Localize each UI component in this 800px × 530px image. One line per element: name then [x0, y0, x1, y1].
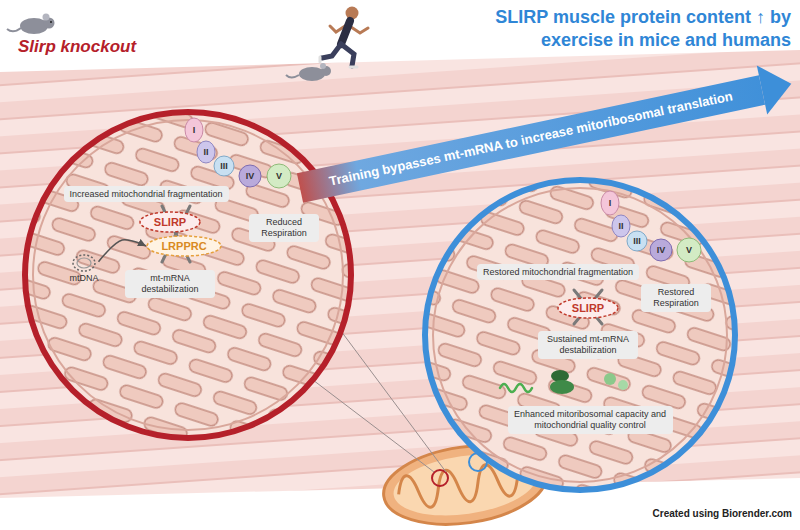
node-text: II [203, 148, 208, 157]
node-text: I [193, 126, 196, 135]
mouse-eye [50, 21, 52, 23]
label-box: Sustained mt-mRNA destabilization [538, 331, 638, 359]
complex-oval: III [213, 155, 235, 177]
runner-leg [322, 44, 341, 58]
complex-shape [612, 215, 630, 237]
complex-shape [239, 165, 261, 187]
node-text: V [686, 246, 692, 255]
complex-oval: I [184, 117, 204, 143]
mtdna-strand [73, 255, 95, 271]
complex-oval: II [196, 140, 216, 164]
label-box: mt-mRNA destabilization [125, 270, 215, 298]
protein-ellipse: SLIRP [139, 211, 201, 233]
dashed-ellipse [147, 236, 221, 256]
complex-shape [267, 164, 291, 188]
complex-shape [677, 238, 701, 262]
complex-shape [650, 239, 672, 261]
protein-blob [604, 373, 616, 385]
node-text: Restored mitochondrial fragmentation [483, 267, 633, 278]
complex-oval: I [600, 190, 620, 216]
credit-note: Created using Biorender.com [653, 508, 792, 521]
mouse-ear [43, 14, 50, 21]
node-text: Enhanced mitoribosomal capacity and mito… [514, 409, 667, 431]
complex-shape [627, 231, 647, 251]
protein-ellipse: LRPPRC [146, 235, 222, 257]
runner-torso [341, 21, 350, 44]
complex-oval: V [676, 237, 702, 263]
label-box: Restored mitochondrial fragmentation [477, 264, 639, 281]
knockout-zoom-circle [25, 112, 351, 438]
protein-ellipse: SLIRP [557, 297, 619, 319]
node-text: mtDNA [70, 273, 99, 284]
protein-blob [618, 380, 628, 390]
complex-shape [214, 156, 234, 176]
node-text: I [609, 199, 612, 208]
mtdna-strand [77, 258, 91, 268]
node-text: Sustained mt-mRNA destabilization [544, 334, 632, 356]
zoom-spot [432, 470, 448, 486]
runner-shoe [350, 66, 357, 69]
zoom-line [313, 380, 434, 472]
node-text: III [220, 162, 228, 171]
runner-shoe [319, 57, 322, 62]
connector-arrow [99, 240, 147, 262]
muscle-tissue [0, 50, 800, 498]
figure-heading: Slirp knockout [18, 36, 136, 57]
node-text: SLIRP [154, 217, 186, 228]
node-text: IV [657, 246, 666, 255]
node-text: Increased mitochondrial fragmentation [70, 189, 223, 200]
node-text: II [618, 222, 623, 231]
runner-leg [341, 44, 354, 66]
node-text: mt-mRNA destabilization [131, 273, 209, 295]
mouse-body [299, 67, 325, 81]
complex-oval: II [611, 214, 631, 238]
node-text: IV [246, 172, 255, 181]
mouse-icon [7, 14, 55, 35]
complex-oval: IV [238, 164, 262, 188]
mrna-strand [500, 384, 532, 392]
mouse-tail [7, 28, 21, 31]
node-text: Restored Respiration [647, 287, 705, 309]
label-box: Increased mitochondrial fragmentation [64, 186, 229, 203]
ribosome-subunit [550, 380, 574, 394]
runner-figure [320, 7, 368, 68]
mtdna-icon: mtDNA [70, 253, 99, 284]
membrane-ring [433, 188, 727, 482]
complex-shape [185, 118, 203, 142]
training-arrow-head [757, 66, 792, 115]
mouse-icon [286, 63, 331, 81]
node-text: LRPPRC [161, 241, 206, 252]
node-text: III [633, 237, 641, 246]
complex-shape [601, 191, 619, 215]
membrane-ring [33, 120, 343, 430]
label-box: Reduced Respiration [249, 214, 319, 242]
dashed-ellipse [140, 212, 200, 232]
node-text: V [276, 172, 282, 181]
exercise-heading: SLIRP muscle protein content ↑ by exerci… [466, 6, 791, 51]
complex-oval: III [626, 230, 648, 252]
label-box: Restored Respiration [641, 284, 711, 312]
mouse-tail [286, 75, 299, 78]
node-text: SLIRP [572, 303, 604, 314]
label-box: Enhanced mitoribosomal capacity and mito… [508, 406, 673, 434]
mouse-body [20, 18, 48, 34]
mtdna-ring [71, 253, 97, 273]
mouse-ear [320, 63, 326, 69]
node-text: Reduced Respiration [255, 217, 313, 239]
complex-oval: IV [649, 238, 673, 262]
training-zoom-circle [425, 180, 735, 490]
complex-shape [197, 141, 215, 163]
complex-oval: V [266, 163, 292, 189]
dashed-ellipse [558, 298, 618, 318]
